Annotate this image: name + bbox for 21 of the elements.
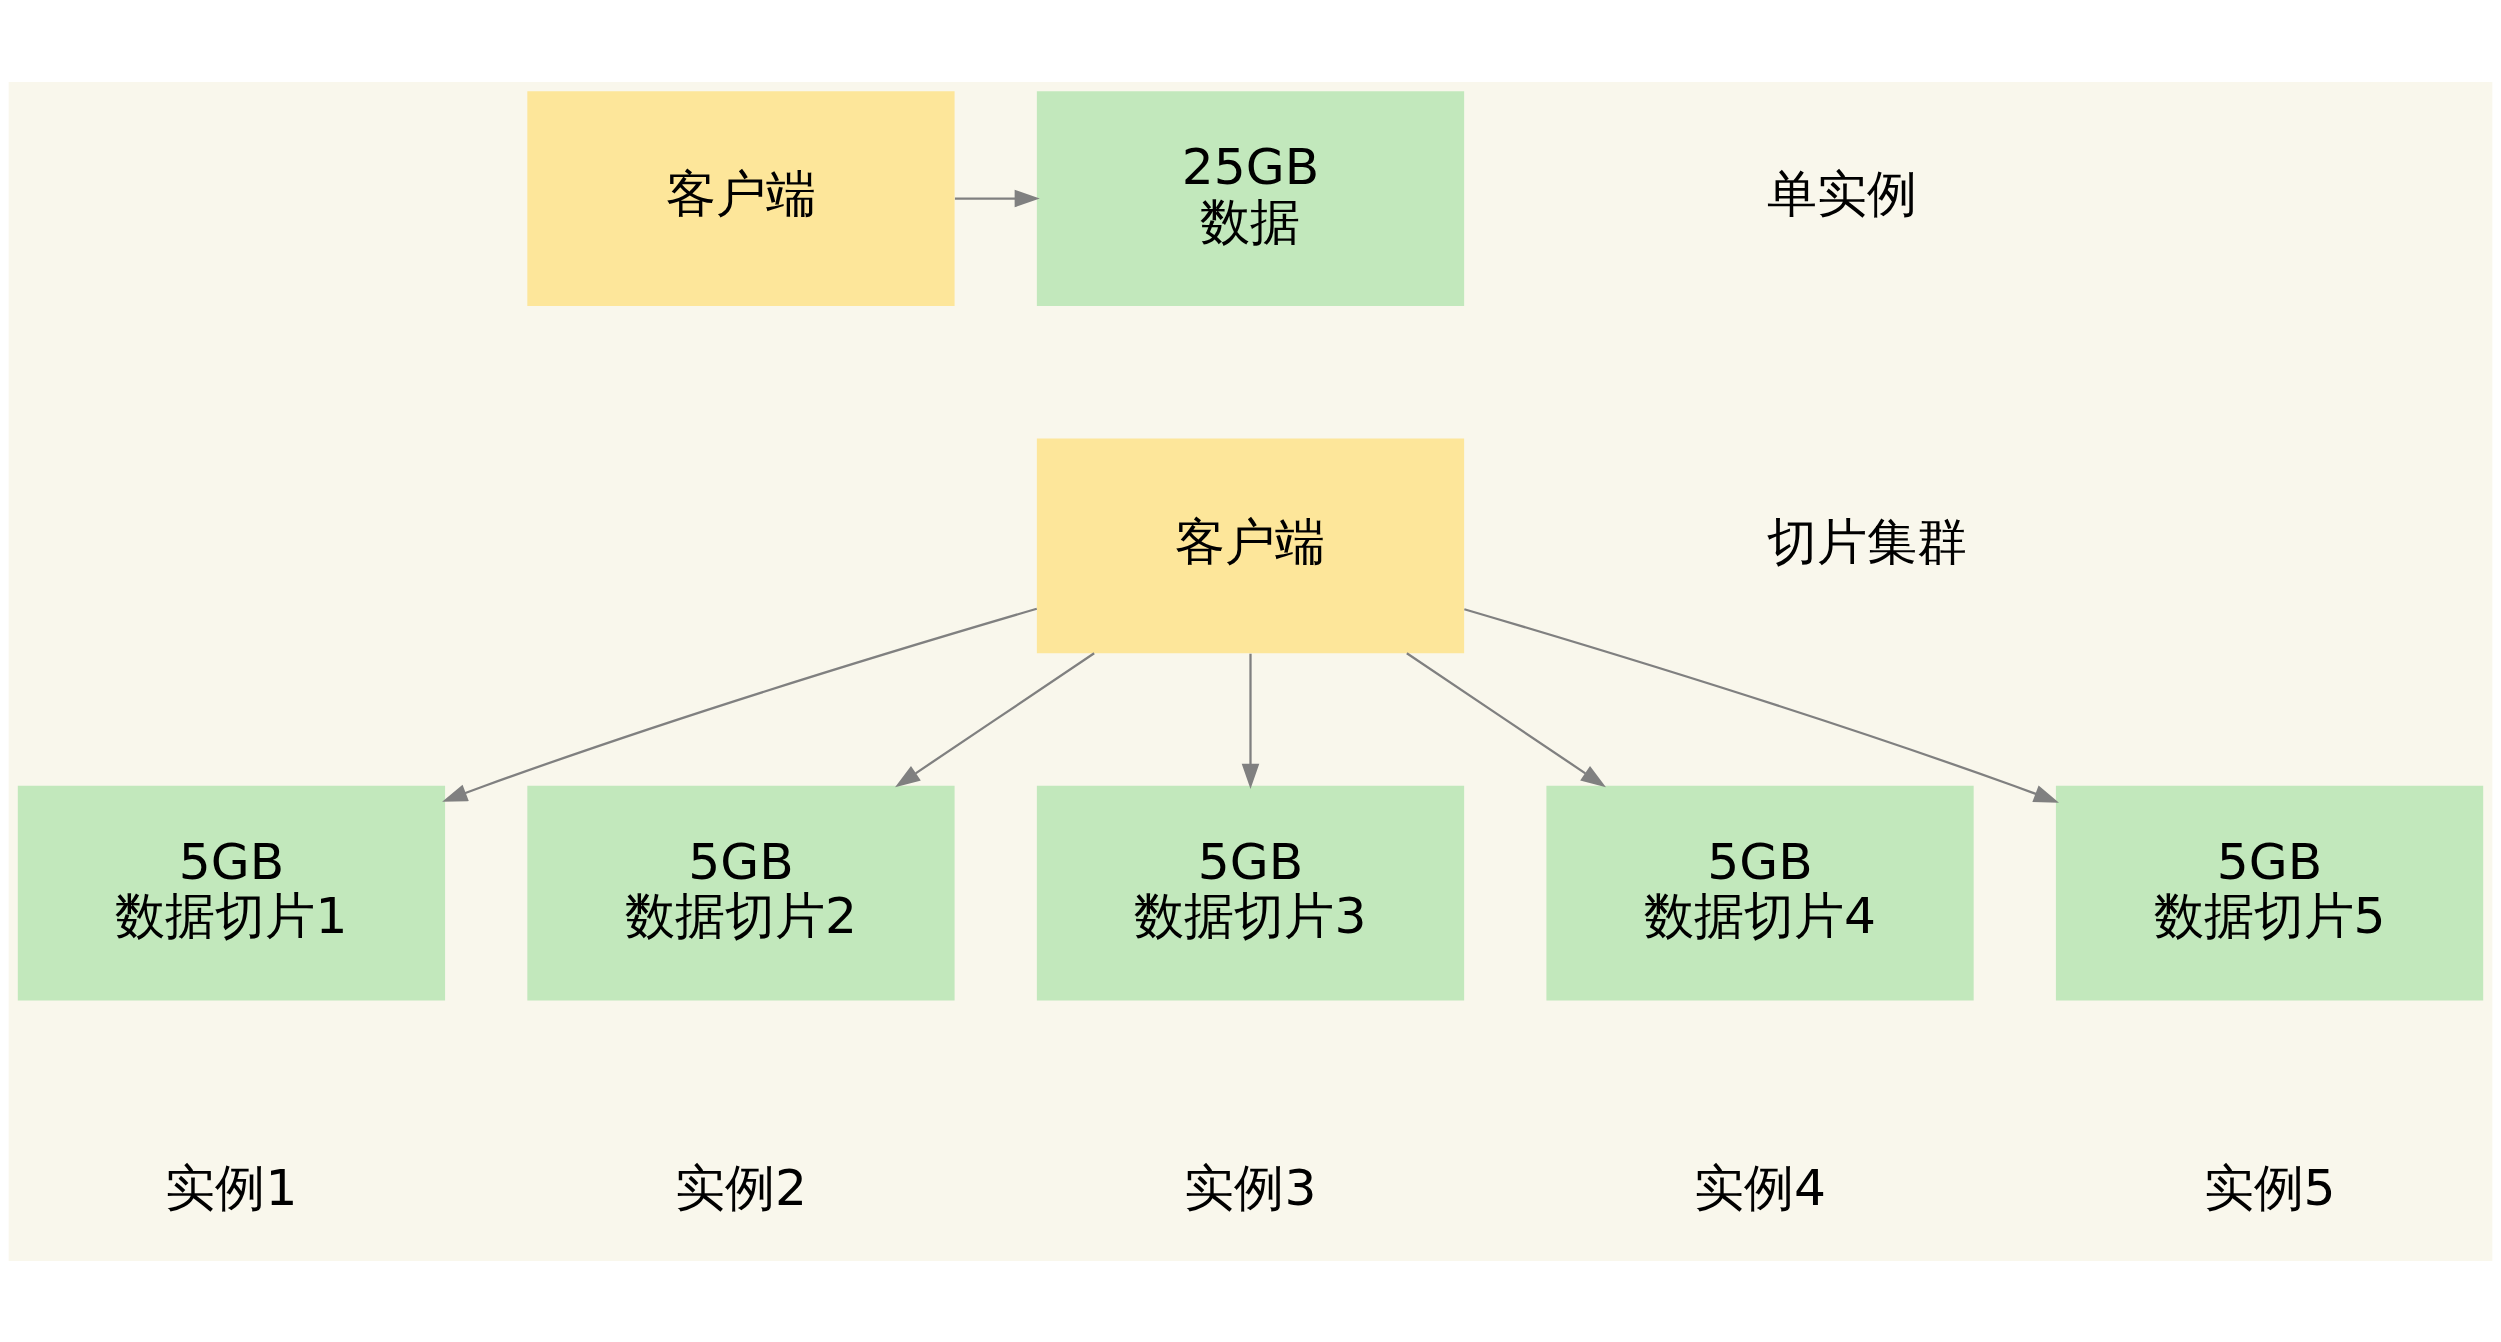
arrow — [954, 189, 1040, 207]
label: 单实例 — [1767, 163, 1918, 223]
node-label: 实例4 — [1694, 1157, 1827, 1217]
node-box: 客户端 — [1036, 437, 1465, 653]
arrow — [1241, 653, 1260, 789]
node-box: 5GB 数据切片4 — [1546, 785, 1974, 1000]
arrow — [1406, 651, 1606, 787]
node-label: 实例1 — [165, 1157, 298, 1217]
arrow — [442, 607, 1038, 802]
node-box: 客户端 — [527, 90, 955, 306]
node-label: 实例2 — [674, 1157, 807, 1217]
label: 切片集群 — [1767, 511, 1968, 571]
node-label: 实例3 — [1184, 1157, 1317, 1217]
node-box: 5GB 数据切片2 — [527, 785, 955, 1000]
arrow — [1464, 607, 2059, 803]
node-box: 25GB 数据 — [1036, 90, 1465, 306]
node-box: 5GB 数据切片1 — [17, 785, 446, 1000]
node-box: 5GB 数据切片3 — [1036, 785, 1465, 1000]
node-box: 5GB 数据切片5 — [2055, 785, 2484, 1000]
arrow — [895, 651, 1095, 787]
node-label: 实例5 — [2203, 1157, 2336, 1217]
